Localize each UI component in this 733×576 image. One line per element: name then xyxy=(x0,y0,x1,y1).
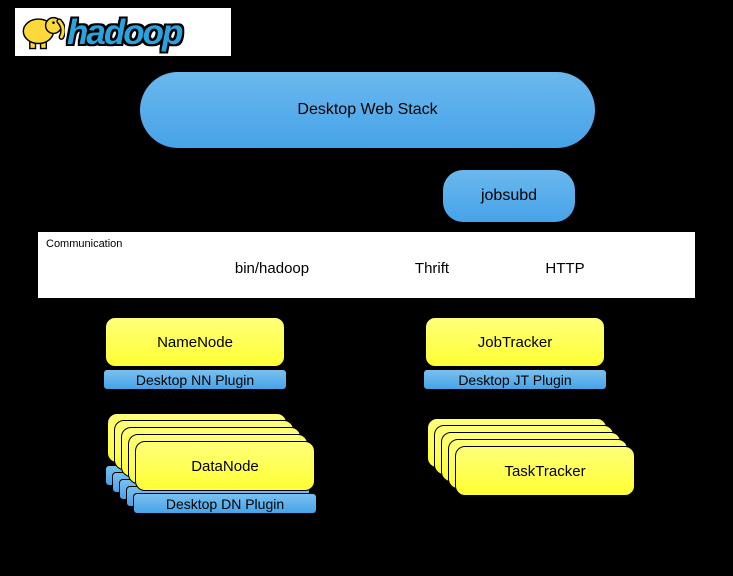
namenode-node: NameNode xyxy=(105,317,285,367)
jobtracker-label: JobTracker xyxy=(477,333,553,351)
hadoop-elephant-icon xyxy=(19,12,65,52)
datanode-label: DataNode xyxy=(191,457,259,475)
desktop-web-stack-node: Desktop Web Stack xyxy=(140,72,595,148)
datanode-node: DataNode xyxy=(135,441,315,491)
jobsubd-label: jobsubd xyxy=(480,187,538,204)
jobsubd-node: jobsubd xyxy=(443,170,575,222)
tasktracker-stack: TaskTracker xyxy=(425,418,645,502)
comm-item-thrift: Thrift xyxy=(414,260,450,277)
tasktracker-stack-front: TaskTracker xyxy=(453,446,665,547)
comm-item-http: HTTP xyxy=(545,260,585,277)
desktop-web-stack-label: Desktop Web Stack xyxy=(297,101,438,118)
tasktracker-node: TaskTracker xyxy=(455,446,635,496)
tasktracker-label: TaskTracker xyxy=(504,462,586,480)
hadoop-brand-text: hadoop xyxy=(67,12,183,52)
comm-item-bin-hadoop: bin/hadoop xyxy=(234,260,310,277)
communication-bar: Communication bin/hadoop Thrift HTTP xyxy=(38,232,695,298)
datanode-stack: DataNode Desktop DN Plugin xyxy=(105,413,325,519)
hadoop-logo: hadoop xyxy=(15,8,231,56)
datanode-stack-front: DataNode Desktop DN Plugin xyxy=(133,441,345,542)
communication-label: Communication xyxy=(46,238,123,250)
namenode-label: NameNode xyxy=(157,333,233,351)
datanode-plugin-bar: Desktop DN Plugin xyxy=(133,493,317,514)
jobtracker-plugin-bar: Desktop JT Plugin xyxy=(423,369,607,390)
jobtracker-node: JobTracker xyxy=(425,317,605,367)
namenode-plugin-bar: Desktop NN Plugin xyxy=(103,369,287,390)
